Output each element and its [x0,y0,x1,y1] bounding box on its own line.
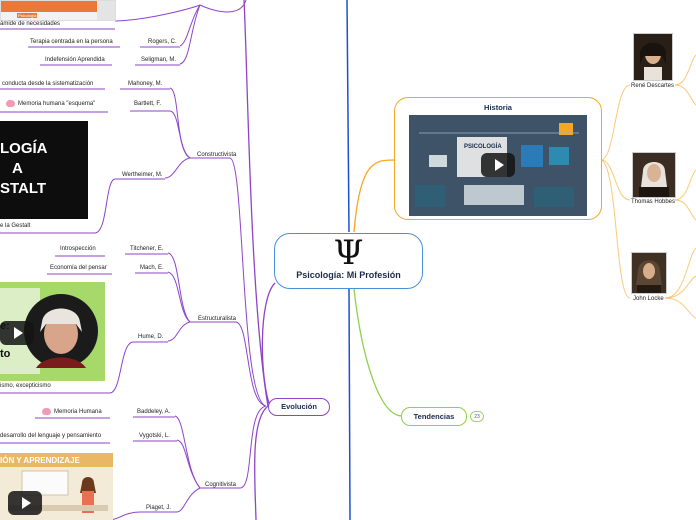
gestalt-line-2: A [12,160,23,177]
leaf-seligman[interactable]: Seligman, M. [141,57,177,63]
aprendizaje-image[interactable]: IÓN Y APRENDIZAJE [0,453,113,520]
hume-image[interactable]: e: to [0,282,105,381]
hume-line-2: to [0,348,11,360]
leaf-vygotski-topic[interactable]: desarrollo del lenguaje y pensamiento [0,433,102,439]
gestalt-image-text: LOGÍA A STALT [0,139,48,199]
topic-evolucion-label: Evolución [281,402,317,411]
leaf-wertheimer[interactable]: Wertheimer, M. [122,172,163,178]
maslow-caption: Psicología [17,13,38,18]
leaf-titchener-topic[interactable]: Introspección [60,246,96,252]
gestalt-line-3: STALT [0,180,47,197]
hobbes-portrait[interactable] [632,152,676,198]
leaf-hume-topic[interactable]: ismo, excepticismo [0,383,51,389]
subtopic-estructuralista[interactable]: Estructuralista [198,316,237,322]
locke-portrait[interactable] [631,252,667,294]
aprendizaje-image-title: IÓN Y APRENDIZAJE [0,456,80,465]
hume-line-1: e: [0,320,10,332]
descartes-portrait[interactable] [633,33,673,81]
leaf-bartlett[interactable]: Bartlett, F. [134,101,162,107]
psi-symbol: Ψ [333,233,364,273]
brain-icon [6,100,15,107]
aprendizaje-play-button[interactable] [8,491,42,515]
hume-play-button[interactable] [0,321,34,345]
leaf-baddeley-topic[interactable]: Memoria Humana [42,408,102,416]
leaf-gestalt-topic[interactable]: e la Gestalt [0,223,31,229]
topic-tendencias[interactable]: Tendencias [401,407,467,426]
central-topic[interactable]: Ψ Psicología: Mi Profesión [274,233,423,289]
subtopic-constructivista[interactable]: Constructivista [197,152,237,158]
hobbes-image [633,153,675,197]
brain-icon [42,408,51,415]
hume-image-text: e: to [0,312,10,368]
tendencias-count-badge[interactable]: 23 [470,411,484,422]
leaf-baddeley[interactable]: Baddeley, A. [137,409,171,415]
topic-tendencias-label: Tendencias [413,412,455,421]
leaf-mahoney-topic[interactable]: conducta desde la sistematización [2,81,94,87]
leaf-baddeley-topic-text: Memoria Humana [54,409,102,416]
maslow-pyramid-graphic [1,1,115,20]
leaf-bartlett-topic[interactable]: Memoria humana "esquema" [6,100,95,108]
leaf-vygotski[interactable]: Vygotski, L. [139,433,170,439]
gestalt-line-1: LOGÍA [0,140,48,157]
descartes-image [634,34,672,80]
leaf-bartlett-topic-text: Memoria humana "esquema" [18,101,96,108]
historia-image-title: PSICOLOGÍA [464,144,502,150]
leaf-titchener[interactable]: Titchener, E. [130,246,164,252]
locke-label: John Locke [633,296,664,302]
leaf-hume[interactable]: Hume, D. [138,334,164,340]
leaf-seligman-topic[interactable]: Indefensión Aprendida [45,57,105,63]
historia-video-thumbnail[interactable]: PSICOLOGÍA [409,115,587,216]
leaf-rogers[interactable]: Rogers, C. [148,39,177,45]
leaf-piaget[interactable]: Piaget, J. [146,505,172,511]
leaf-mahoney[interactable]: Mahoney, M. [128,81,163,87]
topic-historia[interactable]: Historia PSICOLOGÍA [394,97,602,220]
leaf-rogers-topic[interactable]: Terapia centrada en la persona [30,39,113,45]
subtopic-cognitivista[interactable]: Cognitivista [205,482,237,488]
descartes-label: René Descartes [631,83,675,89]
tendencias-count: 23 [474,413,480,420]
historia-play-button[interactable] [481,153,515,177]
leaf-maslow-topic: ámide de necesidades [0,21,61,27]
central-title: Psicología: Mi Profesión [296,270,401,280]
leaf-mach[interactable]: Mach, E. [140,265,164,271]
maslow-image[interactable]: Psicología [0,0,116,21]
gestalt-image[interactable]: LOGÍA A STALT [0,121,88,219]
locke-image [632,253,666,293]
hobbes-label: Thomas Hobbes [631,199,676,205]
leaf-mach-topic[interactable]: Economía del pensar [50,265,107,271]
topic-evolucion[interactable]: Evolución [268,398,330,416]
topic-historia-label: Historia [484,103,512,112]
